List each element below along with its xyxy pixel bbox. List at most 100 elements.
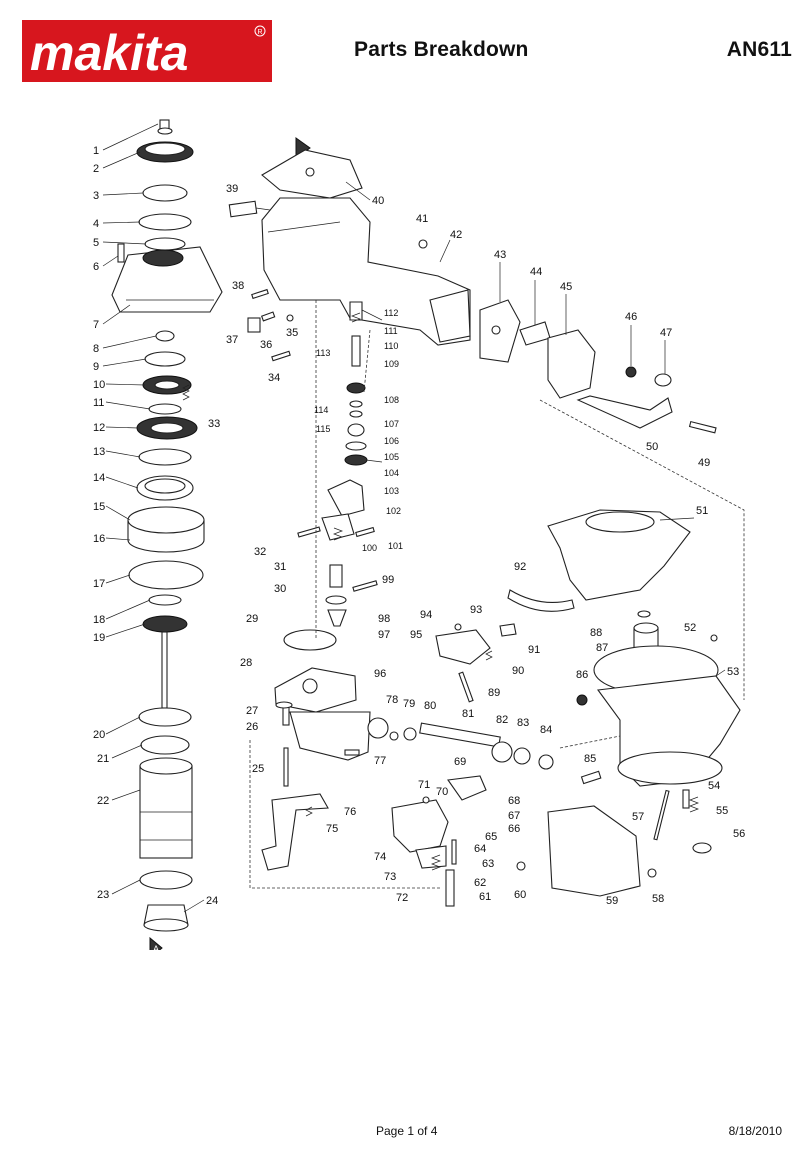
label-72: 72 — [396, 892, 408, 904]
label-93: 93 — [470, 604, 482, 616]
label-49: 49 — [698, 457, 710, 469]
label-41: 41 — [416, 213, 428, 225]
label-24: 24 — [206, 895, 218, 907]
label-101: 101 — [388, 541, 403, 551]
exploded-parts-diagram: A — [93, 119, 745, 950]
label-95: 95 — [410, 629, 422, 641]
print-date: 8/18/2010 — [728, 1124, 782, 1138]
label-112: 112 — [384, 308, 398, 318]
label-62: 62 — [474, 877, 486, 889]
label-5: 5 — [93, 237, 99, 249]
label-47: 47 — [660, 327, 672, 339]
page-number: Page 1 of 4 — [376, 1124, 438, 1138]
label-19: 19 — [93, 632, 105, 644]
label-21: 21 — [97, 753, 109, 765]
label-28: 28 — [240, 657, 252, 669]
label-30: 30 — [274, 583, 286, 595]
label-70: 70 — [436, 786, 448, 798]
label-23: 23 — [97, 889, 109, 901]
label-83: 83 — [517, 717, 529, 729]
label-61: 61 — [479, 891, 491, 903]
label-76: 76 — [344, 806, 356, 818]
label-86: 86 — [576, 669, 588, 681]
label-85: 85 — [584, 753, 596, 765]
label-109: 109 — [384, 359, 399, 369]
svg-text:R: R — [258, 29, 263, 36]
label-102: 102 — [386, 506, 401, 516]
label-38: 38 — [232, 280, 244, 292]
label-16: 16 — [93, 533, 105, 545]
label-11: 11 — [93, 397, 104, 409]
label-45: 45 — [560, 281, 572, 293]
label-115: 115 — [316, 424, 330, 434]
label-78: 78 — [386, 694, 398, 706]
connection-lines — [249, 300, 745, 889]
valve-stack — [297, 301, 378, 627]
label-96: 96 — [374, 668, 386, 680]
left-stack: A — [111, 119, 223, 950]
brand-wordmark: makita — [30, 25, 188, 81]
label-90: 90 — [512, 665, 524, 677]
label-114: 114 — [314, 405, 328, 415]
label-57: 57 — [632, 811, 644, 823]
label-56: 56 — [733, 828, 745, 840]
label-52: 52 — [684, 622, 696, 634]
label-59: 59 — [606, 895, 618, 907]
label-55: 55 — [716, 805, 728, 817]
label-64: 64 — [474, 843, 486, 855]
label-44: 44 — [530, 266, 542, 278]
label-98: 98 — [378, 613, 390, 625]
label-26: 26 — [246, 721, 258, 733]
label-25: 25 — [252, 763, 264, 775]
leader-lines — [102, 123, 726, 913]
label-34: 34 — [268, 372, 280, 384]
label-1: 1 — [93, 145, 99, 157]
label-91: 91 — [528, 644, 540, 656]
magazine-assembly — [507, 509, 741, 897]
page-footer: Page 1 of 4 8/18/2010 — [0, 1124, 808, 1144]
label-103: 103 — [384, 486, 399, 496]
label-65: 65 — [485, 831, 497, 843]
label-27: 27 — [246, 705, 258, 717]
makita-logo: makita R — [22, 20, 272, 82]
label-37: 37 — [226, 334, 238, 346]
svg-text:A: A — [153, 944, 159, 950]
label-13: 13 — [93, 446, 105, 458]
label-54: 54 — [708, 780, 720, 792]
label-35: 35 — [286, 327, 298, 339]
label-111: 111 — [384, 326, 398, 336]
label-63: 63 — [482, 858, 494, 870]
label-6: 6 — [93, 261, 99, 273]
label-77: 77 — [374, 755, 386, 767]
label-89: 89 — [488, 687, 500, 699]
label-110: 110 — [384, 341, 398, 351]
label-84: 84 — [540, 724, 552, 736]
label-50: 50 — [646, 441, 658, 453]
page-title: Parts Breakdown — [354, 38, 529, 61]
label-92: 92 — [514, 561, 526, 573]
label-51: 51 — [696, 505, 708, 517]
label-104: 104 — [384, 468, 399, 478]
label-99: 99 — [382, 574, 394, 586]
label-88: 88 — [590, 627, 602, 639]
label-3: 3 — [93, 190, 99, 202]
label-73: 73 — [384, 871, 396, 883]
page-header: makita R Parts Breakdown AN611 — [0, 0, 808, 100]
label-107: 107 — [384, 419, 399, 429]
label-82: 82 — [496, 714, 508, 726]
label-97: 97 — [378, 629, 390, 641]
label-81: 81 — [462, 708, 474, 720]
label-14: 14 — [93, 472, 105, 484]
label-46: 46 — [625, 311, 637, 323]
label-31: 31 — [274, 561, 286, 573]
model-number: AN611 — [726, 38, 792, 61]
label-43: 43 — [494, 249, 506, 261]
label-8: 8 — [93, 343, 99, 355]
label-68: 68 — [508, 795, 520, 807]
label-36: 36 — [260, 339, 272, 351]
label-39: 39 — [226, 183, 238, 195]
label-71: 71 — [418, 779, 430, 791]
label-75: 75 — [326, 823, 338, 835]
label-74: 74 — [374, 851, 386, 863]
label-58: 58 — [652, 893, 664, 905]
